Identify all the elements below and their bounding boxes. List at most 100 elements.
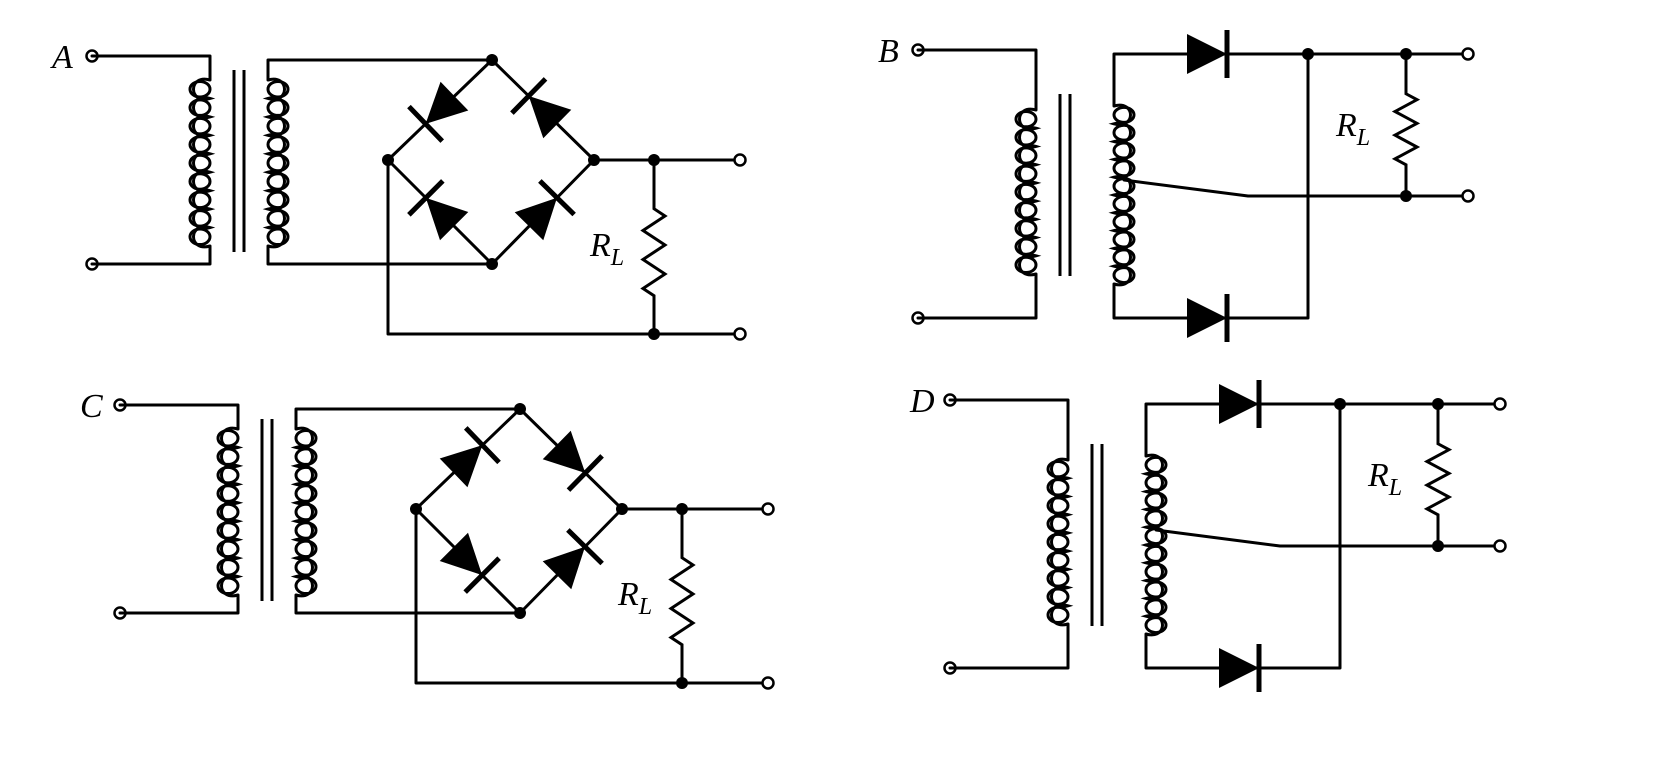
winding-turn xyxy=(216,484,240,503)
winding-path xyxy=(1140,453,1164,637)
winding-turn xyxy=(1112,266,1136,285)
wire xyxy=(118,593,240,615)
diode-lead xyxy=(490,58,596,162)
winding-turn xyxy=(294,539,318,559)
junction-dot xyxy=(514,403,526,415)
diode-lead xyxy=(386,58,494,162)
wire xyxy=(916,48,1038,112)
circuit-a: ARL xyxy=(50,39,747,341)
wire xyxy=(1226,52,1310,320)
load-resistor xyxy=(668,509,696,683)
winding-turn xyxy=(1112,159,1136,178)
junction-dot xyxy=(514,607,526,619)
wire xyxy=(90,54,212,82)
diode-top xyxy=(1210,380,1268,428)
diode-3 xyxy=(414,507,522,615)
circuit-b: BRL xyxy=(878,30,1475,342)
secondary-winding xyxy=(1140,453,1168,637)
wire xyxy=(1112,52,1200,108)
winding-turn xyxy=(294,576,318,596)
wire xyxy=(294,407,522,431)
winding-turn xyxy=(216,539,240,559)
winding-turn xyxy=(1046,605,1070,625)
diode-bottom xyxy=(1178,294,1236,342)
primary-winding xyxy=(1046,457,1074,627)
winding-turn xyxy=(294,502,318,522)
wire xyxy=(1122,178,1470,198)
winding-turn xyxy=(1014,128,1038,147)
resistor-zigzag xyxy=(668,509,696,683)
winding-turn xyxy=(294,465,318,485)
load-label: RL xyxy=(589,227,624,271)
junction-dot xyxy=(676,677,688,689)
winding-turn xyxy=(1112,248,1136,267)
wire xyxy=(90,244,212,266)
winding-turn xyxy=(294,558,318,577)
winding-turn xyxy=(266,209,290,228)
load-label: RL xyxy=(617,576,652,620)
diode-1 xyxy=(414,407,522,511)
resistor-zigzag xyxy=(1423,404,1453,546)
winding-turn xyxy=(188,153,212,173)
secondary-winding xyxy=(262,77,290,249)
winding-turn xyxy=(1046,551,1070,570)
winding-turn xyxy=(266,227,290,247)
winding-turn xyxy=(1046,459,1070,479)
winding-turn xyxy=(1014,109,1038,129)
resistor-zigzag xyxy=(640,160,668,334)
winding-turn xyxy=(294,447,318,466)
winding-path xyxy=(290,426,314,598)
load-label: RL xyxy=(1367,457,1402,501)
circuit-d: DRL xyxy=(909,380,1507,692)
wire xyxy=(1144,632,1232,670)
wire xyxy=(414,507,770,685)
winding-turn xyxy=(1046,496,1070,515)
winding-turn xyxy=(1014,182,1038,202)
load-resistor xyxy=(1423,404,1453,546)
winding-turn xyxy=(1046,478,1070,497)
winding-turn xyxy=(1144,509,1168,528)
terminal xyxy=(1493,539,1507,553)
winding-turn xyxy=(1144,598,1168,617)
winding-turn xyxy=(266,79,290,99)
winding-turn xyxy=(1112,230,1136,249)
diode-lead xyxy=(490,158,596,266)
winding-turn xyxy=(1144,455,1168,474)
winding-turn xyxy=(1014,164,1038,183)
diode-2 xyxy=(518,407,624,511)
diode-bottom xyxy=(1210,644,1268,692)
wire xyxy=(1258,402,1342,670)
winding-turn xyxy=(216,558,240,577)
winding-turn xyxy=(216,521,240,540)
winding-path xyxy=(192,77,216,249)
wire xyxy=(294,593,522,615)
terminal xyxy=(761,502,775,516)
winding-turn xyxy=(188,227,212,247)
terminal xyxy=(733,153,747,167)
diode-lead xyxy=(518,507,624,615)
terminal xyxy=(733,327,747,341)
winding-turn xyxy=(216,428,240,448)
winding-path xyxy=(1108,103,1132,287)
terminal xyxy=(1461,47,1475,61)
winding-turn xyxy=(188,116,212,136)
wire xyxy=(266,244,494,266)
diode-1 xyxy=(386,58,494,162)
winding-path xyxy=(220,426,244,598)
diode-4 xyxy=(490,158,596,266)
winding-turn xyxy=(266,135,290,154)
diode-lead xyxy=(386,158,494,266)
wire xyxy=(266,58,494,82)
circuit-label: B xyxy=(878,33,899,70)
winding-turn xyxy=(188,79,212,99)
wire xyxy=(948,622,1070,670)
circuit-label: C xyxy=(80,388,103,425)
winding-path xyxy=(1018,107,1042,277)
wire xyxy=(1112,282,1200,320)
junction-dot xyxy=(648,328,660,340)
winding-turn xyxy=(216,576,240,596)
primary-winding xyxy=(216,426,244,598)
winding-turn xyxy=(188,209,212,228)
winding-turn xyxy=(188,135,212,154)
primary-winding xyxy=(1014,107,1042,277)
